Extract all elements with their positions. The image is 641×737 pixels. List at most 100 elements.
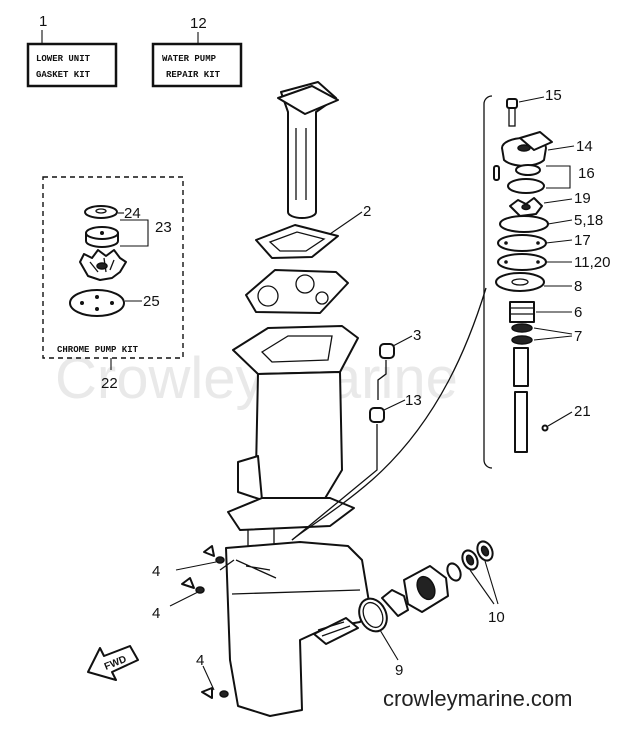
leader-line [484, 560, 499, 605]
kit-label-line2: GASKET KIT [36, 70, 91, 80]
fwd-arrow-shape [87, 645, 139, 681]
site-url: crowleymarine.com [383, 686, 573, 711]
washer [446, 562, 462, 582]
gasket-hole [315, 291, 329, 305]
tube-body [280, 81, 337, 219]
leader-line [202, 665, 215, 691]
gasket-hole [257, 285, 279, 307]
screw-head [203, 545, 215, 557]
callout-4a: 4 [152, 563, 160, 580]
callout-8: 8 [574, 278, 582, 295]
insert-cartridge [507, 178, 545, 194]
kit-label-line1: WATER PUMP [162, 54, 217, 64]
fwd-arrow: FWD [87, 645, 139, 681]
o-ring-9: 9 [358, 597, 403, 679]
callout-24: 24 [124, 205, 141, 222]
grommet-13: 13 [291, 392, 422, 541]
screw-tip [219, 690, 229, 698]
chrome-kit-label: CHROME PUMP KIT [57, 345, 139, 355]
impeller-hub [521, 203, 531, 211]
bolt-shank [508, 107, 516, 127]
seal-housing [509, 301, 535, 323]
callout-13: 13 [405, 392, 422, 409]
callout-1: 1 [39, 13, 47, 30]
leader-line [533, 335, 573, 341]
grommet [379, 343, 395, 359]
gearcase-line [231, 589, 361, 595]
kit-box [151, 42, 243, 88]
cup-hole [100, 231, 104, 235]
chrome-pump-kit: 24 23 25 CHROME PUMP KIT 22 [42, 176, 184, 392]
callout-17: 17 [574, 232, 591, 249]
leader-line [547, 219, 573, 225]
bracket-23 [120, 219, 149, 247]
leader-line [545, 239, 573, 244]
housing-body [255, 371, 343, 501]
gearcase-detail [235, 559, 277, 579]
grommet [369, 407, 385, 423]
callout-7: 7 [574, 328, 582, 345]
pin [493, 165, 500, 181]
plate-hole [95, 208, 107, 214]
bearing-housing: 10 [381, 540, 505, 626]
bolt-head [506, 98, 518, 109]
seal-7b [511, 335, 533, 345]
water-tube [377, 360, 387, 400]
callout-25: 25 [143, 293, 160, 310]
bearing [381, 589, 409, 617]
gasket-shape [245, 269, 349, 314]
gasket-2: 2 [255, 203, 371, 259]
plate-24 [84, 205, 118, 219]
callout-15: 15 [545, 87, 562, 104]
leader-line [169, 591, 199, 607]
gasket-bore [511, 278, 529, 286]
gearcase [219, 541, 371, 717]
callout-4b: 4 [152, 605, 160, 622]
shaft-key [541, 424, 549, 432]
leader-line [547, 411, 573, 427]
screw-4b: 4 [152, 577, 205, 622]
plate-hole [80, 301, 84, 305]
callout-3: 3 [413, 327, 421, 344]
exhaust-housing [227, 325, 359, 555]
seal-housing-rings [510, 307, 534, 315]
gasket-hole [295, 274, 315, 294]
callout-16: 16 [578, 165, 595, 182]
plate-25 [69, 289, 125, 317]
screw-head [201, 687, 213, 699]
screw-4a: 4 [152, 545, 225, 580]
gasket-hole [504, 241, 508, 245]
callout-5-18: 5,18 [574, 212, 603, 229]
insert-seal [515, 164, 541, 176]
callout-23: 23 [155, 219, 172, 236]
plate-hole [110, 301, 114, 305]
callout-19: 19 [574, 190, 591, 207]
leader-line [175, 561, 217, 571]
housing-base [227, 497, 355, 531]
drive-shaft-lower [514, 391, 528, 453]
leader-line [469, 569, 495, 605]
lower-unit-gasket-kit: 1 LOWER UNIT GASKET KIT [26, 13, 118, 88]
leader-line [383, 399, 406, 411]
gasket-inner [268, 231, 326, 252]
shaft-tube [277, 81, 339, 219]
leader-line [547, 145, 575, 151]
leader-line [518, 96, 545, 103]
water-pump-repair-kit: 12 WATER PUMP REPAIR KIT [151, 15, 243, 88]
water-tube-lower [291, 424, 378, 541]
kit-box [26, 42, 118, 88]
callout-14: 14 [576, 138, 593, 155]
pump-stack: 15 14 16 19 5,18 17 11,20 [493, 87, 610, 453]
screw-4c: 4 [196, 652, 229, 699]
grommet-3: 3 [377, 327, 421, 400]
kit-label-line2: REPAIR KIT [166, 70, 221, 80]
plate-hole [95, 295, 99, 299]
drive-shaft-upper [513, 347, 529, 387]
kit-dashed-box [42, 176, 184, 359]
plate-hole [95, 307, 99, 311]
callout-11-20: 11,20 [574, 254, 610, 271]
screw-tip [215, 556, 225, 564]
leader-line [329, 211, 363, 235]
housing-top-plate [232, 325, 359, 375]
